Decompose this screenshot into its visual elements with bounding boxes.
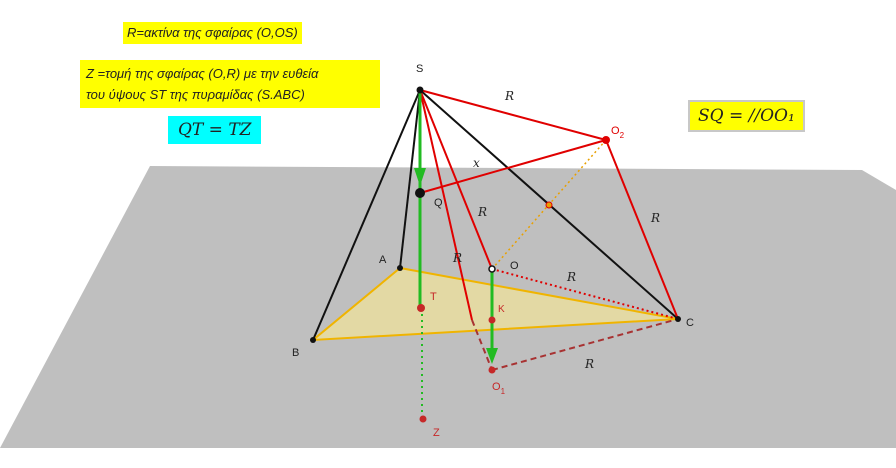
- label-r-o2c: R: [650, 211, 660, 225]
- label-c: C: [686, 317, 694, 329]
- label-b: B: [292, 347, 299, 359]
- point-mid: [545, 201, 553, 209]
- edge-sa: [399, 89, 421, 269]
- sq-oo1-equation: SQ = //OO₁: [688, 100, 805, 132]
- vector-oo1-arrow: [486, 348, 498, 364]
- point-z[interactable]: [419, 415, 427, 423]
- point-o1[interactable]: [488, 366, 496, 374]
- triangle-abc: [310, 266, 679, 342]
- point-t[interactable]: [417, 304, 425, 312]
- qt-tz-equation: QT = TZ: [168, 116, 262, 144]
- label-r-oc: R: [566, 270, 576, 284]
- point-o2[interactable]: [602, 136, 610, 144]
- label-o2: O2: [611, 125, 625, 140]
- point-o[interactable]: [488, 265, 496, 273]
- z-definition-line2: του ύψους ST της πυραμίδας (S.ABC): [86, 87, 305, 102]
- label-z: Z: [433, 427, 440, 439]
- radius-definition: R=ακτίνα της σφαίρας (Ο,ΟS): [123, 22, 302, 44]
- label-a: A: [379, 254, 387, 266]
- point-c[interactable]: [675, 316, 681, 322]
- label-o: O: [510, 260, 519, 272]
- edge-sb: [312, 89, 421, 341]
- segment-s-o: [419, 89, 493, 270]
- segment-left-o1: [471, 319, 493, 371]
- segment-o1-c: [491, 318, 679, 371]
- point-k[interactable]: [488, 316, 496, 324]
- point-q[interactable]: [415, 188, 425, 198]
- point-b[interactable]: [310, 337, 316, 343]
- segment-s-o2: [419, 89, 607, 141]
- z-definition: Ζ =τομή της σφαίρας (Ο,R) με την ευθεία …: [80, 60, 380, 108]
- label-t: T: [430, 291, 437, 303]
- label-x: x: [473, 156, 480, 170]
- label-s: S: [416, 63, 423, 75]
- label-r-so: R: [477, 205, 487, 219]
- label-o1: O1: [492, 381, 506, 396]
- segment-s-left: [419, 89, 473, 321]
- label-r-left: R: [452, 251, 462, 265]
- label-r-top: R: [504, 89, 514, 103]
- segment-q-o2: [419, 139, 607, 194]
- segment-o-c: [491, 268, 679, 320]
- segment-o2-c: [605, 139, 679, 320]
- label-q: Q: [434, 197, 443, 209]
- vector-sq-arrow: [414, 168, 426, 186]
- label-r-o1c: R: [584, 357, 594, 371]
- point-a[interactable]: [397, 265, 403, 271]
- label-k: K: [498, 304, 505, 315]
- point-s[interactable]: [416, 86, 424, 94]
- z-definition-line1: Ζ =τομή της σφαίρας (Ο,R) με την ευθεία: [86, 66, 319, 81]
